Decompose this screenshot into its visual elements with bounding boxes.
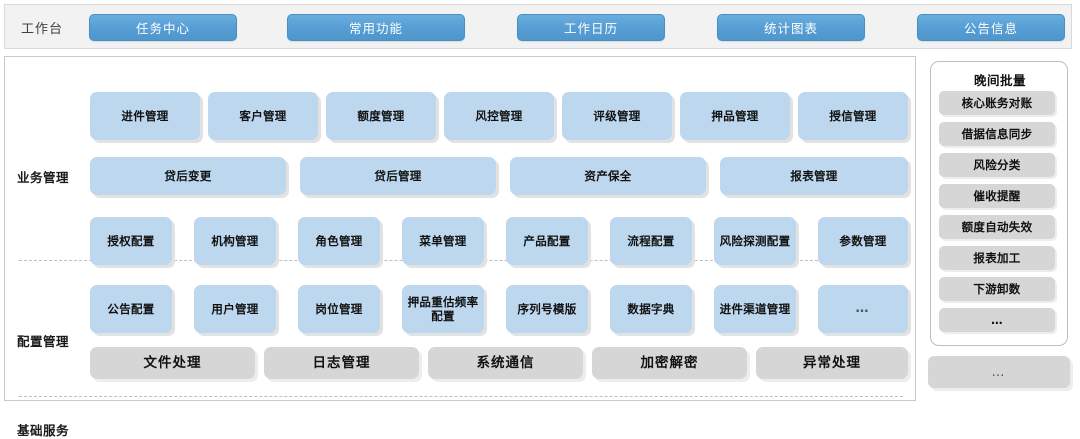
business-card-r1-2[interactable]: 客户管理 xyxy=(208,92,318,140)
business-card-r1-7[interactable]: 授信管理 xyxy=(798,92,908,140)
section-label-2: 配置管理 xyxy=(17,334,70,349)
architecture-main-panel: 业务管理配置管理基础服务 进件管理客户管理额度管理风控管理评级管理押品管理授信管理… xyxy=(4,56,916,438)
toolbar-button-1[interactable]: 任务中心 xyxy=(89,14,237,41)
batch-item-8[interactable]: … xyxy=(939,308,1055,332)
business-card-r1-1[interactable]: 进件管理 xyxy=(90,92,200,140)
batch-item-2[interactable]: 借据信息同步 xyxy=(939,122,1055,146)
service-card-4[interactable]: 加密解密 xyxy=(592,347,747,379)
config-card-r1-8[interactable]: 参数管理 xyxy=(818,217,908,265)
night-batch-box: 晚间批量 核心账务对账借据信息同步风险分类催收提醒额度自动失效报表加工下游卸数 … xyxy=(930,61,1068,346)
business-card-r1-3[interactable]: 额度管理 xyxy=(326,92,436,140)
service-card-5[interactable]: 异常处理 xyxy=(756,347,908,379)
config-card-r2-6[interactable]: 数据字典 xyxy=(610,285,692,333)
toolbar-button-2[interactable]: 常用功能 xyxy=(287,14,465,41)
config-card-r2-1[interactable]: 押品重估频率配置 xyxy=(402,285,484,333)
night-batch-title: 晚间批量 xyxy=(973,73,1026,88)
service-card-3[interactable]: 系统通信 xyxy=(428,347,583,379)
config-card-r2-3[interactable]: 用户管理 xyxy=(194,285,276,333)
config-card-r1-6[interactable]: 流程配置 xyxy=(610,217,692,265)
batch-item-4[interactable]: 催收提醒 xyxy=(939,184,1055,208)
workbench-title: 工作台 xyxy=(21,22,64,37)
business-card-r2-4[interactable]: 报表管理 xyxy=(720,157,908,195)
business-card-r1-6[interactable]: 押品管理 xyxy=(680,92,790,140)
batch-item-7[interactable]: 下游卸数 xyxy=(939,277,1055,301)
service-card-1[interactable]: 文件处理 xyxy=(90,347,255,379)
batch-item-3[interactable]: 风险分类 xyxy=(939,153,1055,177)
toolbar-button-4[interactable]: 统计图表 xyxy=(717,14,865,41)
business-card-r1-4[interactable]: 风控管理 xyxy=(444,92,554,140)
top-toolbar: 工作台 任务中心 常用功能 工作日历 统计图表 公告信息 xyxy=(4,4,1072,49)
config-card-r1-1[interactable]: 授权配置 xyxy=(90,217,172,265)
config-card-r2-8[interactable]: … xyxy=(818,285,908,333)
batch-item-1[interactable]: 核心账务对账 xyxy=(939,91,1055,115)
batch-item-5[interactable]: 额度自动失效 xyxy=(939,215,1055,239)
config-card-r2-7[interactable]: 进件渠道管理 xyxy=(714,285,796,333)
right-panel-more-button[interactable]: … xyxy=(928,356,1070,388)
config-card-r1-5[interactable]: 产品配置 xyxy=(506,217,588,265)
business-card-r2-2[interactable]: 贷后管理 xyxy=(300,157,496,195)
night-batch-panel: 晚间批量 核心账务对账借据信息同步风险分类催收提醒额度自动失效报表加工下游卸数 …… xyxy=(922,56,1076,401)
toolbar-button-5[interactable]: 公告信息 xyxy=(917,14,1065,41)
config-card-r1-3[interactable]: 角色管理 xyxy=(298,217,380,265)
business-card-r2-3[interactable]: 资产保全 xyxy=(510,157,706,195)
batch-item-6[interactable]: 报表加工 xyxy=(939,246,1055,270)
section-label-3: 基础服务 xyxy=(17,423,70,438)
section-label-1: 业务管理 xyxy=(17,170,70,185)
config-card-r2-5[interactable]: 序列号模版 xyxy=(506,285,588,333)
section-divider-2 xyxy=(19,396,903,397)
business-card-r2-1[interactable]: 贷后变更 xyxy=(90,157,286,195)
config-card-r1-7[interactable]: 风险探测配置 xyxy=(714,217,796,265)
toolbar-button-3[interactable]: 工作日历 xyxy=(517,14,665,41)
business-card-r1-5[interactable]: 评级管理 xyxy=(562,92,672,140)
config-card-r2-4[interactable]: 岗位管理 xyxy=(298,285,380,333)
config-card-r2-2[interactable]: 公告配置 xyxy=(90,285,172,333)
config-card-r1-2[interactable]: 机构管理 xyxy=(194,217,276,265)
config-card-r1-4[interactable]: 菜单管理 xyxy=(402,217,484,265)
service-card-2[interactable]: 日志管理 xyxy=(264,347,419,379)
